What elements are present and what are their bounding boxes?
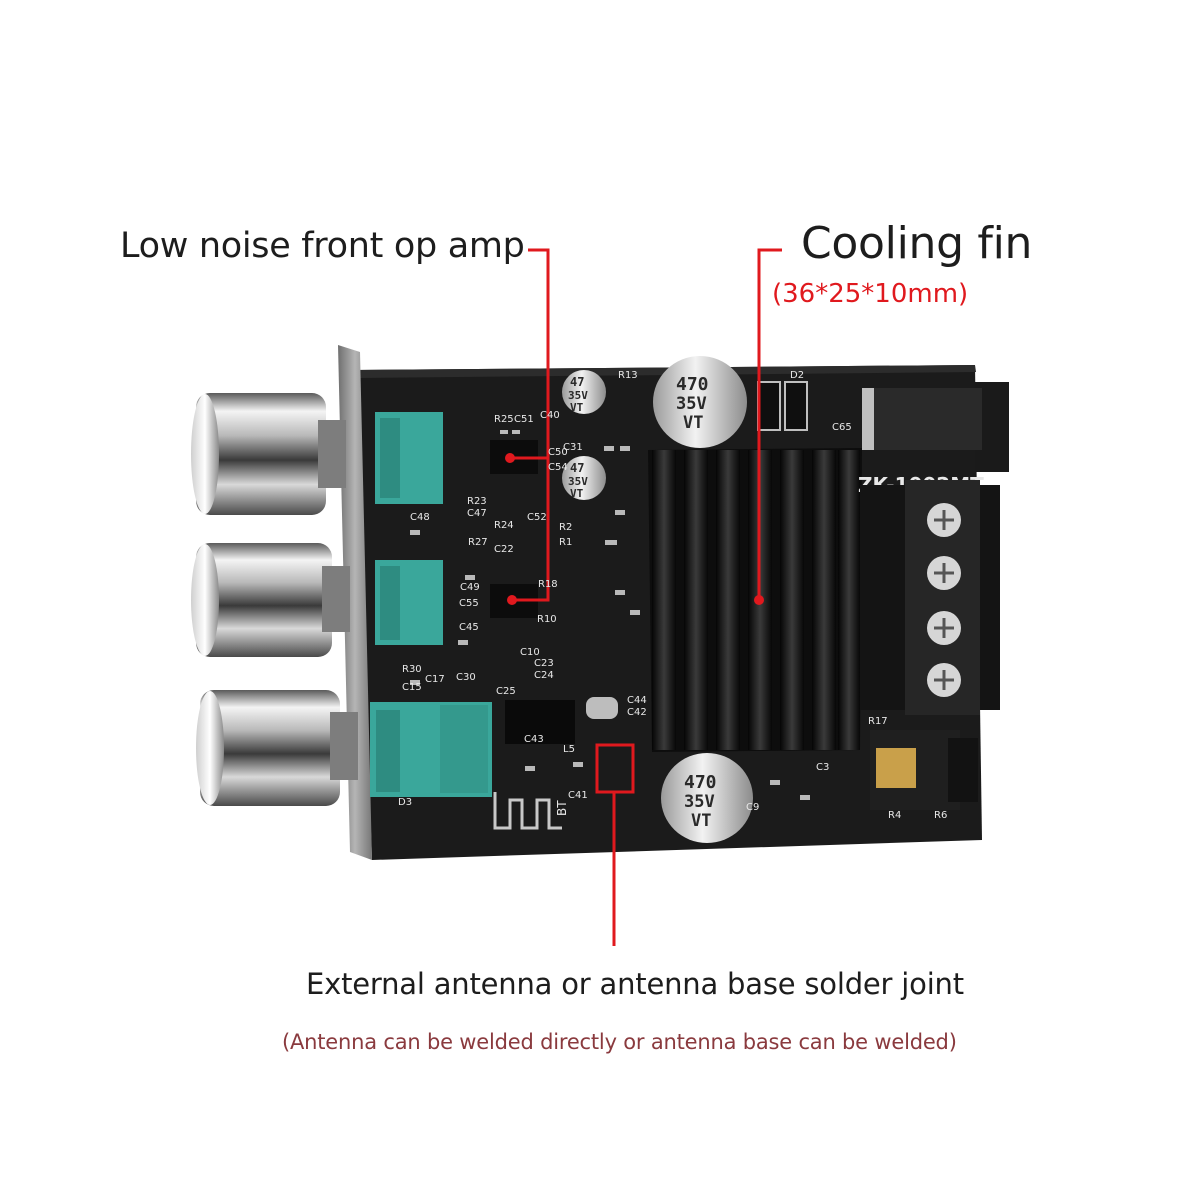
silkscreen-label: R27 xyxy=(468,537,488,548)
silkscreen-label: C10 xyxy=(520,647,540,658)
silkscreen-label: R2 xyxy=(559,522,572,533)
silkscreen-label: R18 xyxy=(538,579,558,590)
cap-series: VT xyxy=(570,401,584,414)
treble-knob xyxy=(196,690,358,806)
small-capacitor: 47 35V VT xyxy=(562,456,606,500)
crystal xyxy=(586,697,618,719)
antenna-callout-note: (Antenna can be welded directly or anten… xyxy=(282,1030,957,1054)
silkscreen-label: R4 xyxy=(888,810,901,821)
silkscreen-label: D3 xyxy=(398,797,412,808)
small-capacitor: 47 35V VT xyxy=(562,370,606,414)
cooling-fin-callout-line xyxy=(757,248,782,600)
silkscreen-label: R13 xyxy=(618,370,638,381)
cap-value: 470 xyxy=(676,374,709,395)
silkscreen-label: C3 xyxy=(816,762,829,773)
silkscreen-label: C25 xyxy=(496,686,516,697)
potentiometer-group xyxy=(370,412,492,797)
cap-series: VT xyxy=(570,487,584,500)
silkscreen-label: R10 xyxy=(537,614,557,625)
silkscreen-label: C55 xyxy=(459,598,479,609)
silkscreen-label: R23 xyxy=(467,496,487,507)
silkscreen-label: C54 xyxy=(548,462,568,473)
silkscreen-label: C40 xyxy=(540,410,560,421)
cooling-fin-callout-label: Cooling fin xyxy=(801,218,1033,269)
large-capacitor: 470 35V VT xyxy=(661,753,753,843)
volume-knob xyxy=(191,393,346,515)
cap-series: VT xyxy=(683,413,703,433)
dc-power-jack xyxy=(862,382,1009,472)
silkscreen-label: C41 xyxy=(568,790,588,801)
bluetooth-chip xyxy=(505,700,575,744)
silkscreen-label: C50 xyxy=(548,447,568,458)
silkscreen-label: C52 xyxy=(527,512,547,523)
silkscreen-label: C44 xyxy=(627,695,647,706)
silkscreen-label: C9 xyxy=(746,802,759,813)
cap-value: 47 xyxy=(570,461,584,475)
silkscreen-label: R6 xyxy=(934,810,947,821)
silkscreen-label: R30 xyxy=(402,664,422,675)
silkscreen-label: C23 xyxy=(534,658,554,669)
silkscreen-label: C51 xyxy=(514,414,534,425)
silkscreen-label: C42 xyxy=(627,707,647,718)
silkscreen-label: R1 xyxy=(559,537,572,548)
silkscreen-label: C17 xyxy=(425,674,445,685)
op-amp-callout-label: Low noise front op amp xyxy=(120,226,525,266)
silkscreen-label: L5 xyxy=(563,744,575,755)
aux-audio-jack xyxy=(870,730,978,810)
cap-series: VT xyxy=(691,811,711,831)
silkscreen-label: R25 xyxy=(494,414,514,425)
cooling-fin-heatsink xyxy=(648,448,862,752)
silkscreen-label: C48 xyxy=(410,512,430,523)
bluetooth-antenna-trace xyxy=(493,792,562,830)
antenna-callout-label: External antenna or antenna base solder … xyxy=(306,967,964,1001)
cap-voltage: 35V xyxy=(568,475,588,488)
silkscreen-label: C22 xyxy=(494,544,514,555)
cap-voltage: 35V xyxy=(676,394,707,414)
cooling-fin-dimensions: (36*25*10mm) xyxy=(772,279,969,309)
silkscreen-label: R17 xyxy=(868,716,888,727)
silkscreen-label: C47 xyxy=(467,508,487,519)
silkscreen-label: C45 xyxy=(459,622,479,633)
cap-voltage: 35V xyxy=(568,389,588,402)
silkscreen-label: C43 xyxy=(524,734,544,745)
cap-value: 47 xyxy=(570,375,584,389)
bass-knob xyxy=(191,543,350,657)
large-capacitor: 470 35V VT xyxy=(653,356,747,448)
smd-components xyxy=(410,381,810,800)
bt-label: BT xyxy=(555,800,569,816)
speaker-screw-terminal xyxy=(860,480,1000,715)
silkscreen-label: C24 xyxy=(534,670,554,681)
silkscreen-label: C15 xyxy=(402,682,422,693)
cap-value: 470 xyxy=(684,772,717,793)
front-plate xyxy=(338,345,372,860)
silkscreen-label: R24 xyxy=(494,520,514,531)
callout-lines xyxy=(505,248,782,946)
op-amp-callout-line xyxy=(515,248,550,602)
silkscreen-label: C65 xyxy=(832,422,852,433)
silkscreen-label: D2 xyxy=(790,370,804,381)
silkscreen-label: C49 xyxy=(460,582,480,593)
silkscreen-label: C30 xyxy=(456,672,476,683)
cap-voltage: 35V xyxy=(684,792,715,812)
silkscreen-label: C31 xyxy=(563,442,583,453)
